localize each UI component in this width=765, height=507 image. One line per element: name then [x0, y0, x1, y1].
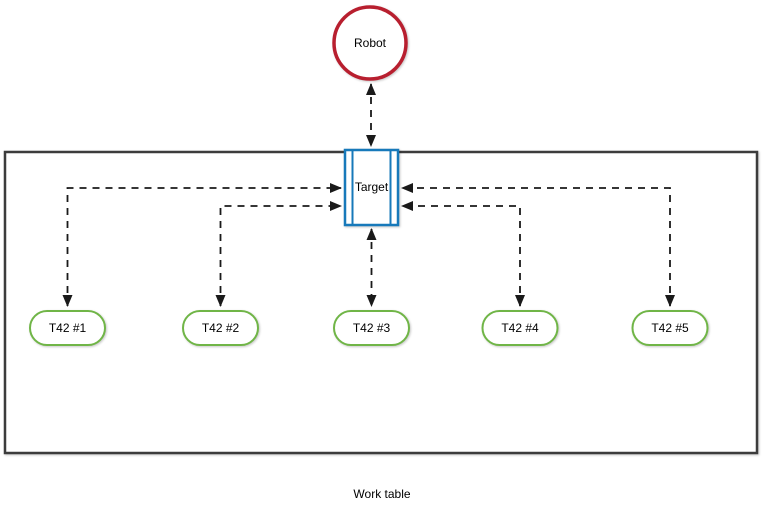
connector-target-t42-5 [401, 183, 675, 307]
connector-target-t42-1 [62, 183, 342, 307]
station-node-t42-4 [481, 310, 559, 346]
station-label-t42-5: T42 #5 [651, 321, 689, 335]
target-label: Target [355, 180, 389, 194]
station-node-t42-5 [631, 310, 709, 346]
connector-group [62, 83, 675, 307]
work-table-label: Work table [353, 487, 410, 501]
robot-node [332, 5, 408, 81]
robot-label: Robot [354, 36, 387, 50]
target-node [343, 148, 400, 227]
station-label-t42-3: T42 #3 [353, 321, 391, 335]
station-group: T42 #1 T42 #2 T42 #3 T42 #4 T42 #5 [29, 310, 709, 346]
station-label-t42-4: T42 #4 [501, 321, 539, 335]
station-node-t42-2 [182, 310, 259, 346]
station-node-t42-3 [333, 310, 410, 346]
station-label-t42-2: T42 #2 [202, 321, 240, 335]
station-node-t42-1 [29, 310, 106, 346]
station-label-t42-1: T42 #1 [49, 321, 87, 335]
